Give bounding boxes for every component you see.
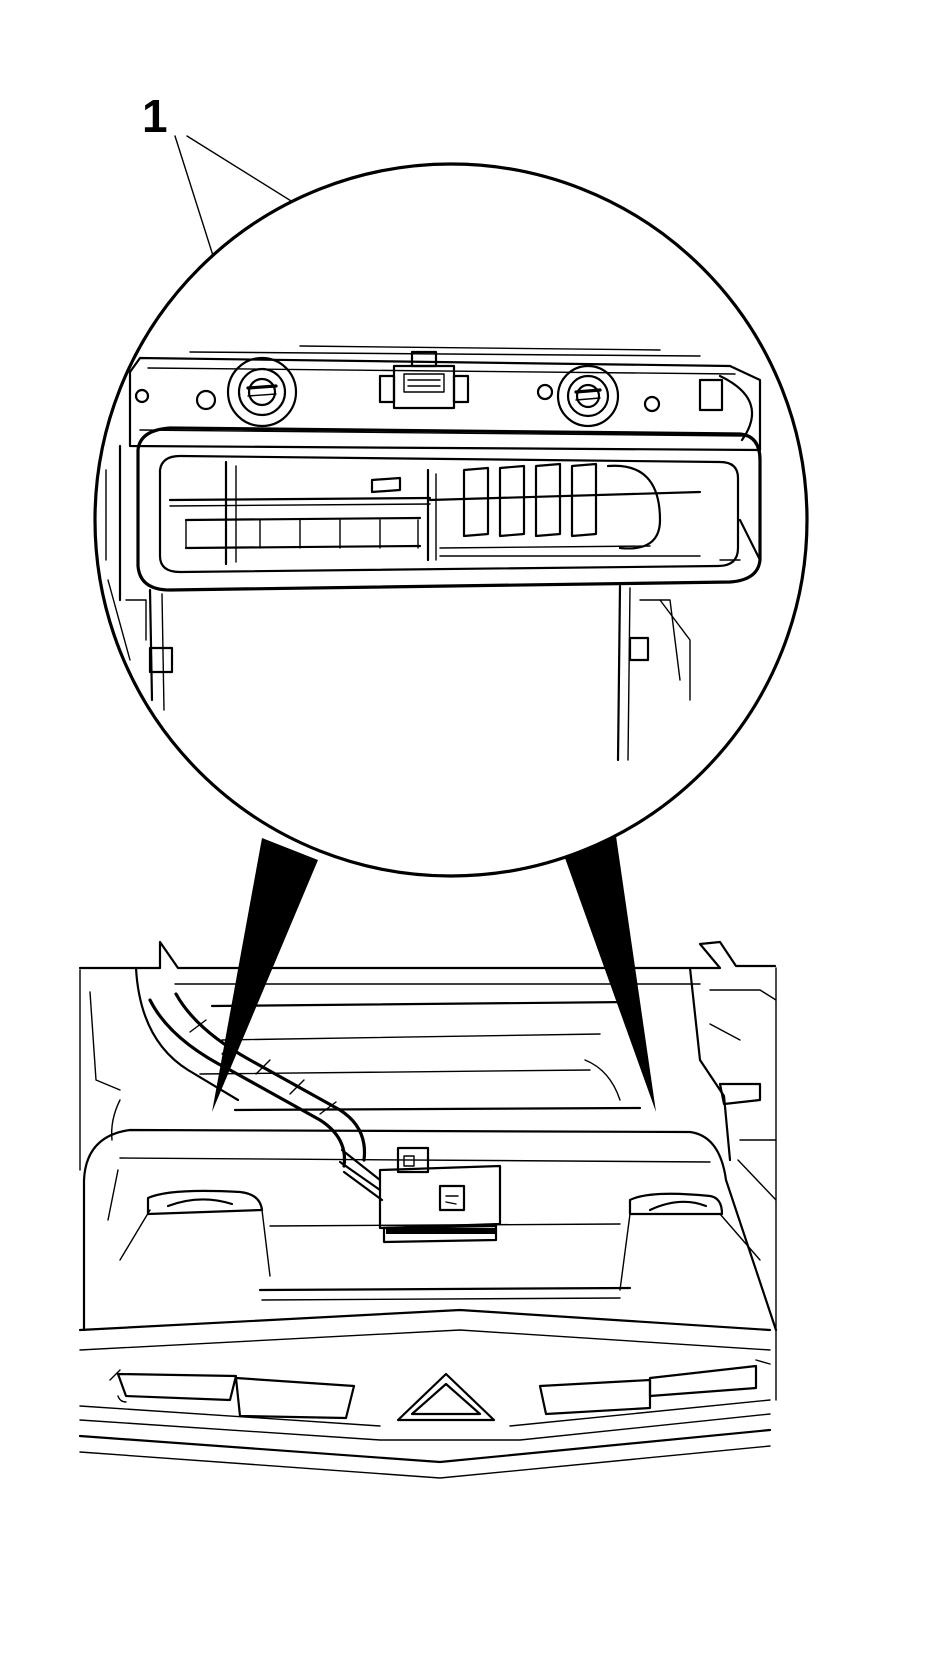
fastener-left — [226, 356, 298, 428]
vent-louvers-left — [184, 516, 422, 550]
mounting-rail — [105, 345, 762, 602]
connector — [378, 350, 470, 410]
panel-connector — [378, 1146, 502, 1244]
lower-trim-panel — [107, 518, 762, 762]
callout-label: 1 — [142, 90, 168, 142]
pointer-wedge-right — [565, 836, 656, 1112]
wire-harness — [148, 992, 384, 1202]
magnified-detail-circle — [93, 162, 809, 878]
pointer-wedge-left — [212, 838, 318, 1112]
air-outlet-right — [619, 1192, 761, 1291]
vent-louvers-right — [428, 462, 702, 550]
lower-vents — [116, 1364, 758, 1420]
hazard-warning-triangle — [396, 1372, 496, 1422]
instrument-panel — [78, 940, 778, 1479]
fastener-right — [556, 364, 620, 428]
magnifier-pointers — [212, 836, 656, 1112]
air-outlet-left — [119, 1189, 271, 1277]
